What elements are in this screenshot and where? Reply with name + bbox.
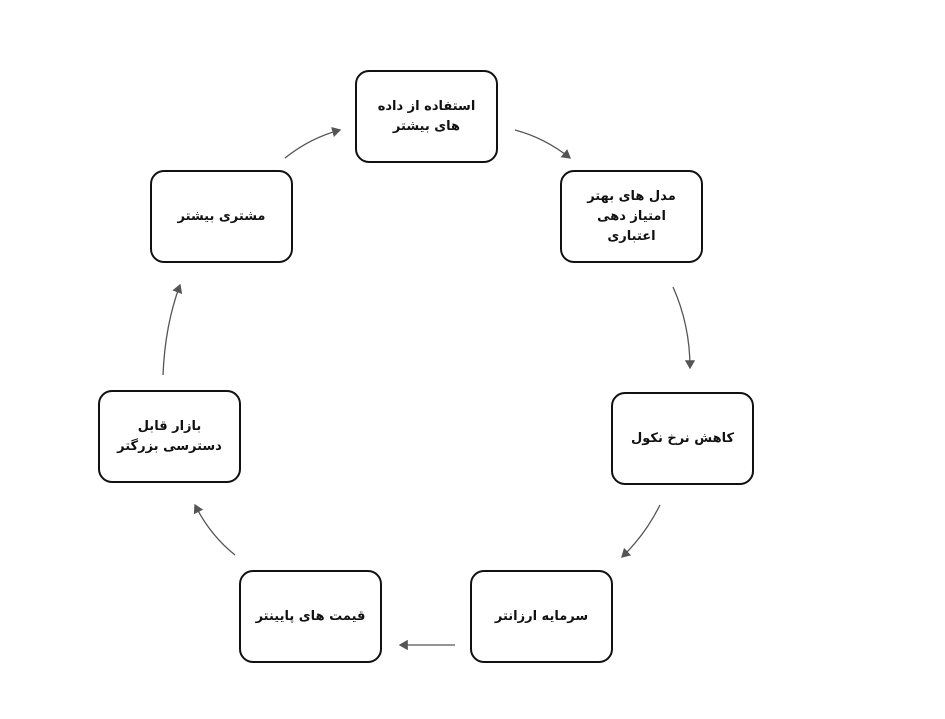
node-better-models: مدل های بهتر امتیاز دهی اعتباری	[560, 170, 703, 263]
arrow-7-1	[284, 126, 342, 159]
arrow-5-6	[193, 503, 236, 556]
arrow-1-2	[514, 129, 572, 159]
node-lower-default: کاهش نرخ نکول	[611, 392, 754, 485]
node-lower-prices: قیمت های پایینتر	[239, 570, 382, 663]
arrow-3-4	[621, 504, 661, 558]
node-more-customers: مشتری بیشتر	[150, 170, 293, 263]
node-bigger-market: بازار قابل دسترسی بزرگتر	[98, 390, 241, 483]
node-more-data: استفاده از داده های بیشتر	[355, 70, 498, 163]
arrow-6-7	[162, 283, 183, 376]
arrow-2-3	[672, 286, 696, 370]
node-cheaper-capital: سرمایه ارزانتر	[470, 570, 613, 663]
